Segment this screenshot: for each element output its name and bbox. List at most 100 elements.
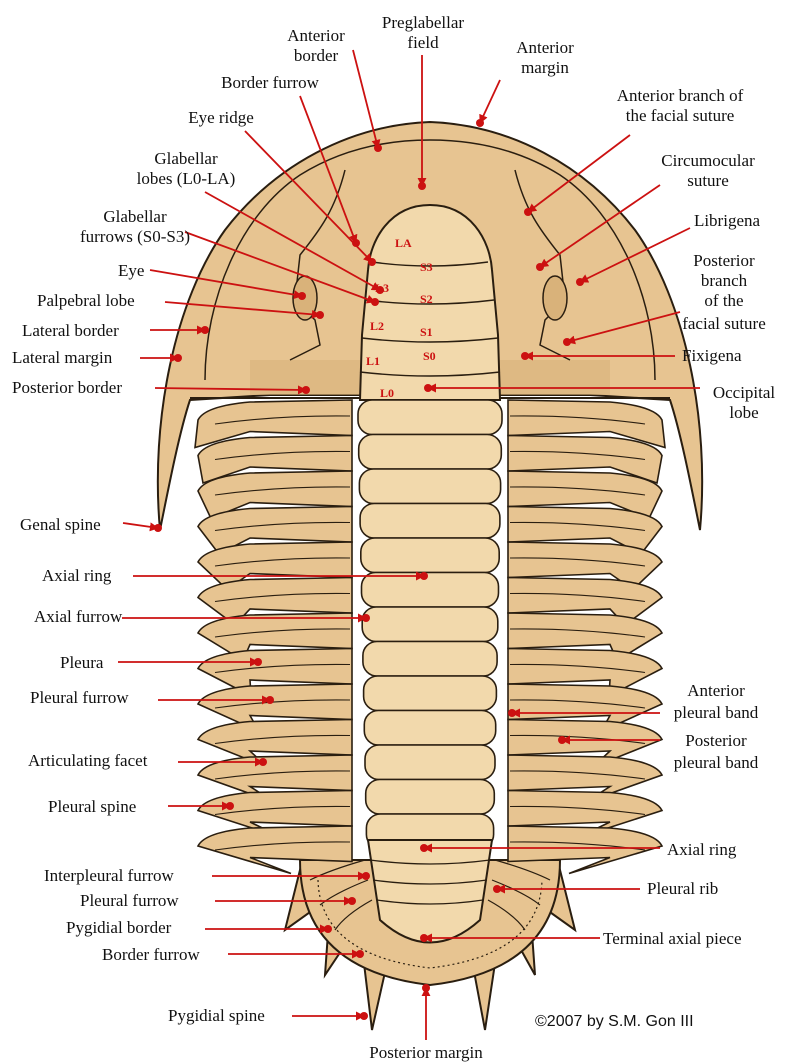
pointer-line [123, 523, 158, 528]
label-pleural-furrow-pygidium: Pleural furrow [80, 891, 179, 910]
pointer-dot [371, 298, 379, 306]
pointer-dot [201, 326, 209, 334]
tag-l1: L1 [366, 354, 380, 368]
axial-ring [366, 780, 495, 815]
axial-ring [360, 504, 500, 539]
label-fixigena: Fixigena [682, 346, 742, 365]
pointer-dot [362, 614, 370, 622]
pointer-dot [259, 758, 267, 766]
pointer-dot [521, 352, 529, 360]
copyright-text: ©2007 by S.M. Gon III [535, 1013, 694, 1030]
label-anterior-branch-facial-suture: Anterior branch ofthe facial suture [617, 86, 744, 125]
pointer-dot [524, 208, 532, 216]
pointer-dot [536, 263, 544, 271]
label-lateral-margin: Lateral margin [12, 348, 113, 367]
label-pygidial-spine: Pygidial spine [168, 1006, 265, 1025]
pointer-dot [576, 278, 584, 286]
pointer-dot [476, 119, 484, 127]
label-genal-spine: Genal spine [20, 515, 101, 534]
pointer-dot [493, 885, 501, 893]
thorax-right-pleurae [508, 400, 665, 874]
pointer-dot [508, 709, 516, 717]
label-pleural-furrow-thorax: Pleural furrow [30, 688, 129, 707]
label-pleura: Pleura [60, 653, 104, 672]
tag-s1: S1 [420, 325, 433, 339]
pointer-dot [420, 844, 428, 852]
label-interpleural-furrow: Interpleural furrow [44, 866, 175, 885]
eye-right [543, 276, 567, 320]
pointer-dot [368, 258, 376, 266]
label-border-furrow-pygidium: Border furrow [102, 945, 200, 964]
label-posterior-border: Posterior border [12, 378, 122, 397]
pointer-dot [420, 572, 428, 580]
pointer-dot [174, 354, 182, 362]
label-axial-furrow: Axial furrow [34, 607, 123, 626]
pointer-dot [266, 696, 274, 704]
label-librigena: Librigena [694, 211, 761, 230]
pointer-dot [563, 338, 571, 346]
pointer-dot [374, 144, 382, 152]
tag-s0: S0 [423, 349, 436, 363]
axial-ring [358, 400, 502, 435]
label-posterior-pleural-band: Posteriorpleural band [674, 731, 759, 772]
pointer-dot [376, 286, 384, 294]
axial-ring [363, 642, 497, 677]
tag-s2: S2 [420, 292, 433, 306]
pointer-dot [302, 386, 310, 394]
pointer-dot [424, 384, 432, 392]
tag-l2: L2 [370, 319, 384, 333]
pointer-dot [254, 658, 262, 666]
pointer-dot [420, 934, 428, 942]
thorax-left-pleurae [195, 400, 352, 874]
pointer-dot [154, 524, 162, 532]
label-terminal-axial-piece: Terminal axial piece [603, 929, 742, 948]
tag-l0: L0 [380, 386, 394, 400]
label-articulating-facet: Articulating facet [28, 751, 148, 770]
pointer-dot [558, 736, 566, 744]
tag-s3: S3 [420, 260, 433, 274]
pointer-dot [362, 872, 370, 880]
pointer-dot [422, 984, 430, 992]
pointer-dot [418, 182, 426, 190]
axial-ring [364, 711, 495, 746]
pointer-dot [348, 897, 356, 905]
pointer-dot [356, 950, 364, 958]
pointer-dot [226, 802, 234, 810]
pointer-dot [360, 1012, 368, 1020]
axial-ring [362, 573, 499, 608]
pointer-dot [324, 925, 332, 933]
pointer-dot [298, 292, 306, 300]
label-eye: Eye [118, 261, 144, 280]
label-pygidial-border: Pygidial border [66, 918, 172, 937]
label-pleural-spine: Pleural spine [48, 797, 136, 816]
label-posterior-margin: Posterior margin [369, 1043, 483, 1062]
axial-ring [359, 469, 500, 504]
axial-ring [362, 607, 498, 642]
axial-ring [364, 676, 497, 711]
label-border-furrow-top: Border furrow [221, 73, 319, 92]
label-axial-ring-pygidium: Axial ring [667, 840, 737, 859]
axial-ring [359, 435, 502, 470]
axial-ring [365, 745, 495, 780]
label-pleural-rib: Pleural rib [647, 879, 718, 898]
thorax-axial-rings [358, 400, 502, 849]
axial-ring [361, 538, 499, 573]
label-palpebral-lobe: Palpebral lobe [37, 291, 135, 310]
tag-la: LA [395, 236, 412, 250]
label-axial-ring-thorax: Axial ring [42, 566, 112, 585]
pointer-dot [316, 311, 324, 319]
pointer-line [480, 80, 500, 123]
label-lateral-border: Lateral border [22, 321, 119, 340]
label-eye-ridge: Eye ridge [188, 108, 254, 127]
